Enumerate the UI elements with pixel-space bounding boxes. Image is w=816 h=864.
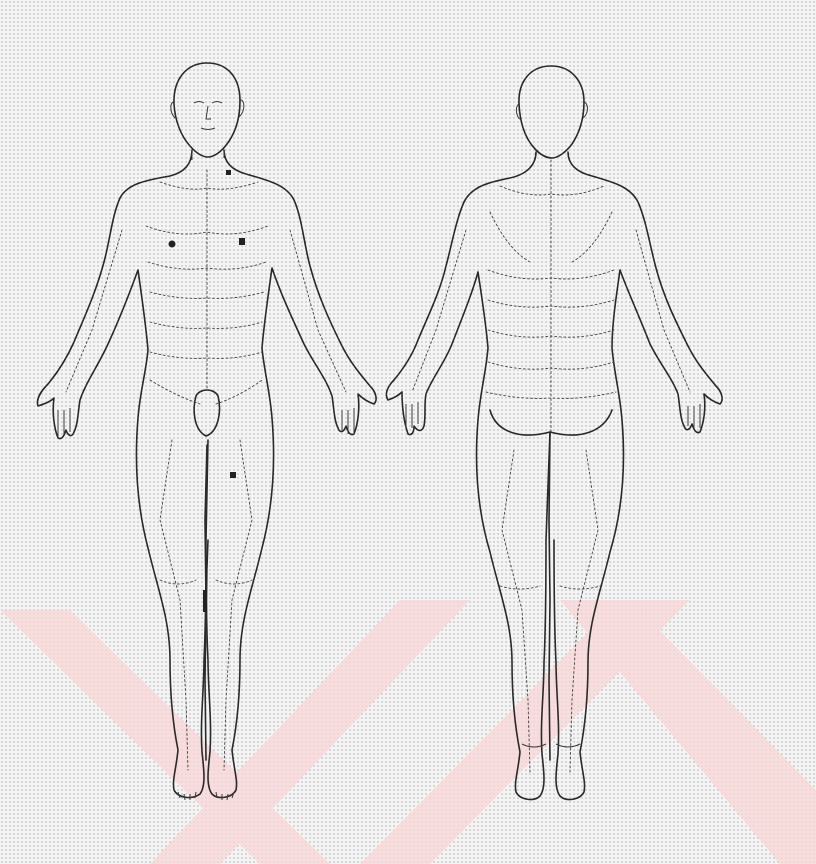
front-mouth <box>201 128 215 130</box>
back-fingers-left <box>406 402 418 430</box>
front-groin <box>194 390 219 436</box>
back-body-right <box>554 152 722 799</box>
front-abdomen-line <box>150 352 262 358</box>
front-clavicle <box>160 182 258 189</box>
front-arm-line <box>66 230 122 392</box>
front-hip-line <box>150 380 262 404</box>
front-point-thigh <box>230 472 236 478</box>
front-nose <box>206 106 211 119</box>
back-ankles <box>522 744 580 747</box>
back-scapula-left <box>490 212 530 262</box>
front-eye-left <box>194 102 204 104</box>
back-inner-legs <box>549 432 550 760</box>
back-scapula-right <box>572 212 612 262</box>
back-body-left <box>386 152 550 799</box>
back-shoulder-line <box>500 186 604 195</box>
front-point-chest-right <box>239 238 245 245</box>
front-point-shin <box>203 590 207 612</box>
body-back-icon <box>386 66 722 799</box>
front-point-chest-left <box>169 241 176 248</box>
front-eye-right <box>212 102 222 104</box>
front-point-neck <box>226 170 231 175</box>
front-abdomen-line <box>150 322 262 328</box>
front-body-left <box>37 150 208 797</box>
back-fingers-right <box>688 404 700 428</box>
front-toes-right <box>216 792 234 800</box>
body-front-icon <box>37 63 376 800</box>
back-head <box>519 66 584 158</box>
